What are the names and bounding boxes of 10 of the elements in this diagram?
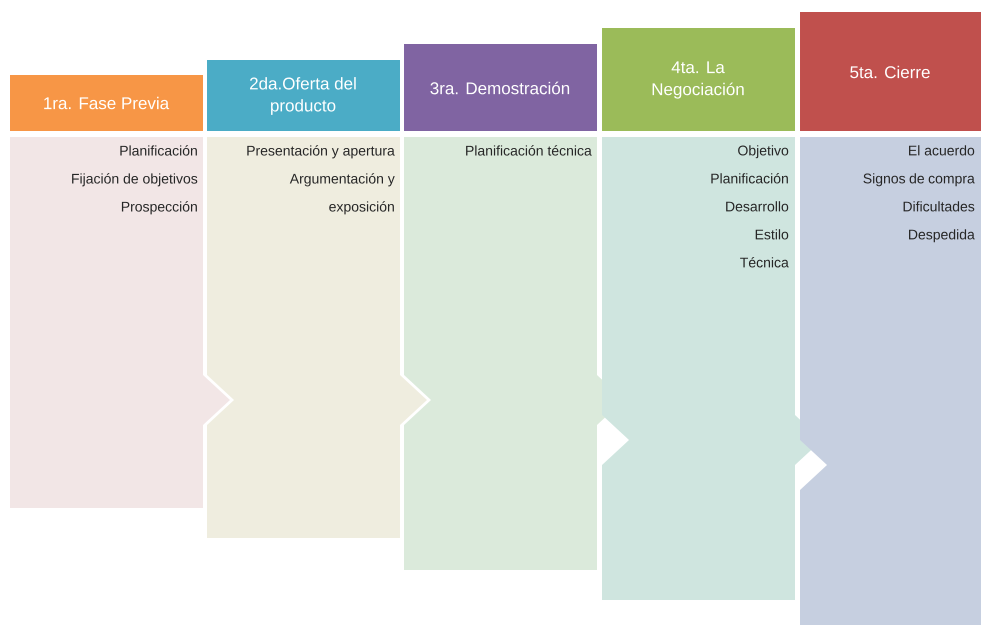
stage-header: 2da.Oferta del producto [207,60,400,131]
chevron-panel: Planificación Fijación de objetivos Prospección [10,137,230,508]
chevron-panel: Planificación técnica [404,137,624,570]
stage-header: 3ra. Demostración [404,44,597,131]
stage-header: 1ra. Fase Previa [10,75,203,131]
stage-header: 5ta. Cierre [800,12,981,131]
chevron-panel: El acuerdo Signos de compra Dificultades Despedida [800,137,981,625]
chevron-panel: Objetivo Planificación Desarrollo Estilo Técnica [602,137,822,600]
chevron-panel: Presentación y apertura Argumentación y exposición [207,137,427,538]
stage-header: 4ta. La Negociación [602,28,795,131]
